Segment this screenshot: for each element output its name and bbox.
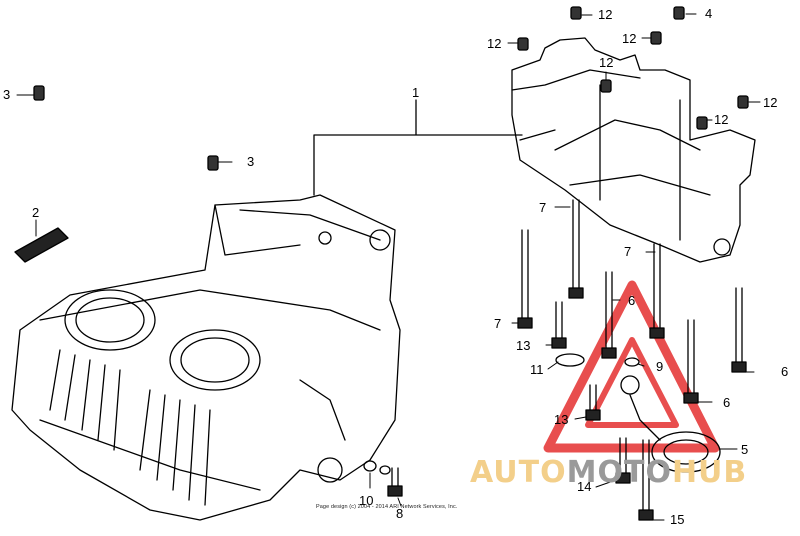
part-label-13: 13 xyxy=(554,412,569,427)
part-label-12: 12 xyxy=(622,31,637,46)
copyright-notice: Page design (c) 2004 - 2014 ARI Network … xyxy=(316,504,458,510)
bolt-icon xyxy=(387,199,747,521)
part-label-6: 6 xyxy=(723,395,731,410)
part-label-10: 10 xyxy=(359,493,374,508)
gasket-icon xyxy=(14,227,69,263)
part-label-7: 7 xyxy=(624,244,632,259)
watermark-part-auto: AUTO xyxy=(470,455,567,490)
watermark-part-hub: HUB xyxy=(671,455,748,490)
washer-icon xyxy=(363,353,640,475)
part-label-12: 12 xyxy=(599,55,614,70)
part-label-3: 3 xyxy=(247,154,255,169)
part-label-6: 6 xyxy=(628,293,636,308)
leader-lines xyxy=(16,13,761,521)
part-label-3: 3 xyxy=(3,87,11,102)
lower-crankcase xyxy=(11,194,401,521)
part-label-12: 12 xyxy=(714,112,729,127)
part-label-5: 5 xyxy=(741,442,749,457)
watermark-text: AUTOMOTOHUB xyxy=(470,455,747,490)
part-label-9: 9 xyxy=(656,359,664,374)
dowel-pin-icon xyxy=(33,6,749,171)
part-label-1: 1 xyxy=(412,85,420,100)
part-label-6: 6 xyxy=(781,364,789,379)
upper-crankcase xyxy=(511,37,756,263)
part-label-2: 2 xyxy=(32,205,40,220)
oil-strainer xyxy=(620,375,721,473)
watermark-logo-icon xyxy=(543,280,720,453)
part-label-12: 12 xyxy=(763,95,778,110)
part-label-13: 13 xyxy=(516,338,531,353)
part-label-11: 11 xyxy=(530,362,544,377)
part-label-7: 7 xyxy=(539,200,547,215)
part-label-7: 7 xyxy=(494,316,502,331)
leader-line-part-1 xyxy=(313,99,523,196)
part-label-14: 14 xyxy=(577,479,592,494)
part-label-15: 15 xyxy=(670,512,685,527)
part-label-8: 8 xyxy=(396,506,404,521)
part-label-12: 12 xyxy=(487,36,502,51)
part-label-12: 12 xyxy=(598,7,613,22)
part-label-4: 4 xyxy=(705,6,713,21)
watermark-part-moto: MOTO xyxy=(566,455,672,490)
